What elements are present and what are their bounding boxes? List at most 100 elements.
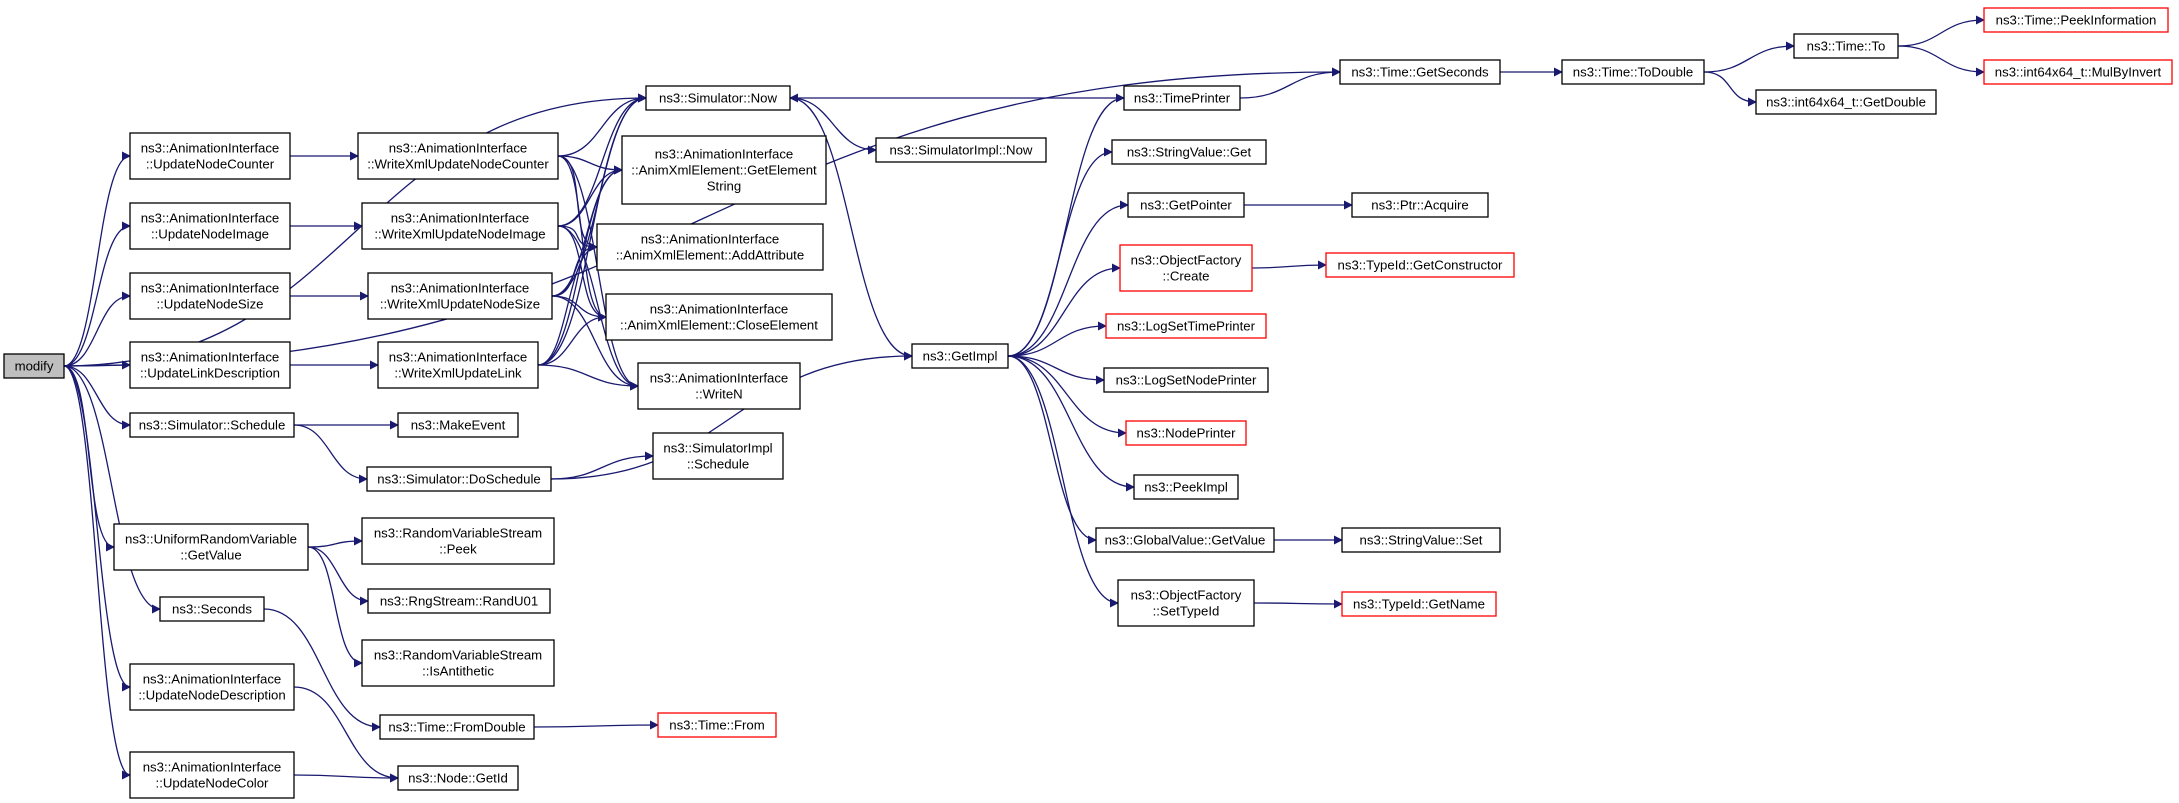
function-node-time-from[interactable]: ns3::Time::From	[657, 712, 777, 738]
function-node-rvs-antithetic[interactable]: ns3::RandomVariableStream::IsAntithetic	[361, 639, 555, 687]
function-node-wx-image[interactable]: ns3::AnimationInterface::WriteXmlUpdateN…	[361, 202, 559, 250]
node-box	[129, 412, 295, 438]
function-node-ax-close[interactable]: ns3::AnimationInterface::AnimXmlElement:…	[605, 293, 833, 341]
function-node-getimpl[interactable]: ns3::GetImpl	[911, 343, 1009, 369]
function-node-sim-now[interactable]: ns3::Simulator::Now	[645, 85, 791, 111]
node-label-line: ns3::Time::From	[669, 718, 765, 733]
node-box	[1793, 33, 1899, 59]
function-node-modify[interactable]: modify	[3, 353, 65, 379]
function-node-wx-counter[interactable]: ns3::AnimationInterface::WriteXmlUpdateN…	[357, 132, 559, 180]
function-node-typeid-getctor[interactable]: ns3::TypeId::GetConstructor	[1325, 252, 1515, 278]
function-node-upd-counter[interactable]: ns3::AnimationInterface::UpdateNodeCount…	[129, 132, 291, 180]
function-node-upd-color[interactable]: ns3::AnimationInterface::UpdateNodeColor	[129, 751, 295, 799]
node-box	[1351, 192, 1489, 218]
node-box	[129, 663, 295, 711]
function-node-ai-writen[interactable]: ns3::AnimationInterface::WriteN	[637, 362, 801, 410]
node-label-line: ::GetValue	[180, 548, 241, 563]
node-label-line: ns3::ObjectFactory	[1131, 253, 1242, 268]
function-node-upd-size[interactable]: ns3::AnimationInterface::UpdateNodeSize	[129, 272, 291, 320]
call-edge-sim_schedule-to-do_schedule	[293, 424, 368, 484]
node-label-line: ns3::Time::FromDouble	[388, 720, 525, 735]
function-node-i64-mulbyinvert[interactable]: ns3::int64x64_t::MulByInvert	[1983, 59, 2173, 85]
call-edge-do_schedule-to-getimpl	[550, 351, 913, 480]
function-node-wx-link[interactable]: ns3::AnimationInterface::WriteXmlUpdateL…	[377, 341, 539, 389]
function-node-rng-randu01[interactable]: ns3::RngStream::RandU01	[367, 588, 551, 614]
function-node-time-todouble[interactable]: ns3::Time::ToDouble	[1561, 59, 1705, 85]
node-label-line: ns3::Simulator::Now	[659, 91, 777, 106]
function-node-strval-set[interactable]: ns3::StringValue::Set	[1341, 527, 1501, 553]
function-node-upd-desc[interactable]: ns3::AnimationInterface::UpdateNodeDescr…	[129, 663, 295, 711]
node-box	[377, 341, 539, 389]
node-box	[361, 202, 559, 250]
function-node-urv-getvalue[interactable]: ns3::UniformRandomVariable::GetValue	[113, 523, 309, 571]
call-edge-getimpl-to-logsettimeprinter	[1007, 321, 1107, 357]
node-box	[129, 341, 291, 389]
node-label-line: modify	[15, 359, 54, 374]
call-edge-timeprinter-to-time_getseconds	[1239, 67, 1341, 99]
function-node-peekimpl[interactable]: ns3::PeekImpl	[1133, 474, 1239, 500]
function-node-i64-getdouble[interactable]: ns3::int64x64_t::GetDouble	[1755, 89, 1937, 115]
function-node-seconds[interactable]: ns3::Seconds	[159, 596, 265, 622]
function-node-time-getseconds[interactable]: ns3::Time::GetSeconds	[1339, 59, 1501, 85]
node-label-line: ns3::Time::ToDouble	[1573, 65, 1693, 80]
call-edge-wx_link-to-ax_addattr	[537, 242, 598, 366]
function-node-simimpl-schedule[interactable]: ns3::SimulatorImpl::Schedule	[652, 432, 784, 480]
call-edge-modify-to-seconds	[63, 365, 161, 614]
node-label-line: ::IsAntithetic	[422, 664, 494, 679]
function-node-make-event[interactable]: ns3::MakeEvent	[397, 412, 519, 438]
node-box	[159, 596, 265, 622]
call-edge-wx_counter-to-sim_now	[557, 93, 647, 157]
function-node-strval-get[interactable]: ns3::StringValue::Get	[1111, 139, 1267, 165]
function-node-getpointer[interactable]: ns3::GetPointer	[1127, 192, 1245, 218]
node-box	[129, 202, 291, 250]
node-box	[397, 412, 519, 438]
node-label-line: ns3::StringValue::Get	[1127, 145, 1252, 160]
function-node-typeid-getname[interactable]: ns3::TypeId::GetName	[1341, 591, 1497, 617]
call-edge-modify-to-upd_color	[63, 365, 131, 780]
node-box	[652, 432, 784, 480]
function-node-logsettimeprinter[interactable]: ns3::LogSetTimePrinter	[1105, 313, 1267, 339]
node-box	[637, 362, 801, 410]
function-node-time-fromdouble[interactable]: ns3::Time::FromDouble	[379, 714, 535, 740]
function-node-simimpl-now[interactable]: ns3::SimulatorImpl::Now	[875, 137, 1047, 163]
call-edge-urv_getvalue-to-rng_randu01	[307, 546, 369, 606]
node-box	[397, 765, 519, 791]
function-node-time-to[interactable]: ns3::Time::To	[1793, 33, 1899, 59]
node-label-line: ns3::Node::GetId	[408, 771, 508, 786]
function-node-objfactory-settypeid[interactable]: ns3::ObjectFactory::SetTypeId	[1117, 579, 1255, 627]
function-node-gv-getvalue[interactable]: ns3::GlobalValue::GetValue	[1095, 527, 1275, 553]
function-node-rvs-peek[interactable]: ns3::RandomVariableStream::Peek	[361, 517, 555, 565]
node-box	[621, 135, 827, 205]
function-node-ax-getelement[interactable]: ns3::AnimationInterface::AnimXmlElement:…	[621, 135, 827, 205]
node-box	[3, 353, 65, 379]
node-label-line: ns3::SimulatorImpl::Now	[890, 143, 1033, 158]
function-node-upd-link[interactable]: ns3::AnimationInterface::UpdateLinkDescr…	[129, 341, 291, 389]
node-label-line: ns3::GlobalValue::GetValue	[1105, 533, 1266, 548]
node-box	[1133, 474, 1239, 500]
function-node-node-getid[interactable]: ns3::Node::GetId	[397, 765, 519, 791]
call-edge-sim_now-to-simimpl_now	[789, 97, 877, 155]
call-edge-wx_link-to-sim_now	[537, 93, 647, 366]
function-node-timeprinter[interactable]: ns3::TimePrinter	[1123, 85, 1241, 111]
function-node-upd-image[interactable]: ns3::AnimationInterface::UpdateNodeImage	[129, 202, 291, 250]
function-node-do-schedule[interactable]: ns3::Simulator::DoSchedule	[366, 466, 552, 492]
function-node-nodeprinter[interactable]: ns3::NodePrinter	[1125, 420, 1247, 446]
node-label-line: ::UpdateLinkDescription	[140, 366, 280, 381]
node-box	[129, 272, 291, 320]
function-node-ax-addattr[interactable]: ns3::AnimationInterface::AnimXmlElement:…	[596, 223, 824, 271]
function-node-objfactory-create[interactable]: ns3::ObjectFactory::Create	[1119, 244, 1253, 292]
function-node-ptr-acquire[interactable]: ns3::Ptr::Acquire	[1351, 192, 1489, 218]
node-label-line: ::AnimXmlElement::GetElement	[631, 163, 817, 178]
node-box	[379, 714, 535, 740]
node-label-line: ::Peek	[439, 542, 477, 557]
node-label-line: ns3::Time::To	[1807, 39, 1886, 54]
node-box	[367, 272, 553, 320]
function-node-wx-size[interactable]: ns3::AnimationInterface::WriteXmlUpdateN…	[367, 272, 553, 320]
function-node-logsetnodeprinter[interactable]: ns3::LogSetNodePrinter	[1103, 367, 1269, 393]
function-node-time-peekinfo[interactable]: ns3::Time::PeekInformation	[1983, 7, 2169, 33]
node-box	[1339, 59, 1501, 85]
node-box	[1755, 89, 1937, 115]
function-node-sim-schedule[interactable]: ns3::Simulator::Schedule	[129, 412, 295, 438]
node-label-line: ns3::AnimationInterface	[655, 147, 794, 162]
node-label-line: ns3::AnimationInterface	[141, 350, 280, 365]
